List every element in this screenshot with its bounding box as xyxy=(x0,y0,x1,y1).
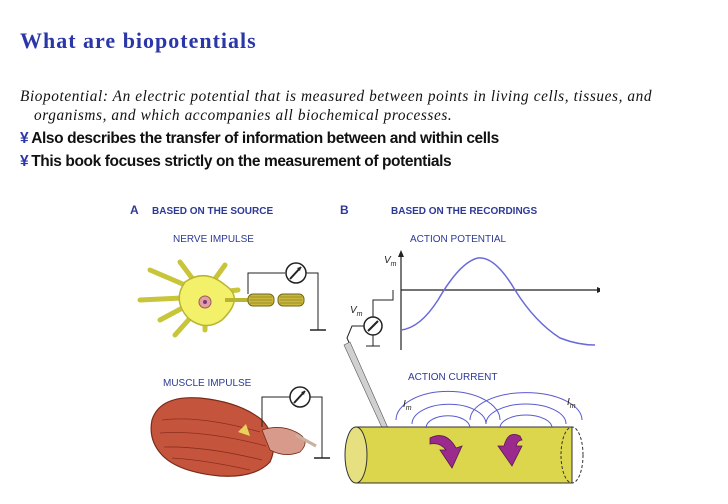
panel-b-heading: BASED ON THE RECORDINGS xyxy=(391,206,537,217)
biopotential-figure: A BASED ON THE SOURCE B BASED ON THE REC… xyxy=(130,203,600,484)
vm-meter: Vm xyxy=(343,290,394,431)
definition-line-1: Biopotential: An electric potential that… xyxy=(20,88,653,105)
im-label-left: Im xyxy=(403,399,412,412)
definition-text: Biopotential: An electric potential that… xyxy=(20,87,720,125)
panel-a-heading: BASED ON THE SOURCE xyxy=(152,206,273,217)
bullet-yen-icon: ¥ xyxy=(20,153,29,170)
action-current-label: ACTION CURRENT xyxy=(408,372,497,383)
muscle-drawing xyxy=(150,397,317,477)
neuron-drawing xyxy=(137,259,305,338)
bullet-text: Also describes the transfer of informati… xyxy=(31,130,499,147)
definition-line-2: organisms, and which accompanies all bio… xyxy=(34,107,453,124)
bullet-text: This book focuses strictly on the measur… xyxy=(31,153,452,170)
muscle-impulse-label: MUSCLE IMPULSE xyxy=(163,378,252,389)
panel-a-letter: A xyxy=(130,203,139,217)
nerve-meter xyxy=(247,262,326,331)
vm-axis-label: Vm xyxy=(384,255,397,268)
bullet-item: ¥This book focuses strictly on the measu… xyxy=(20,153,452,171)
slide-title: What are biopotentials xyxy=(20,28,257,53)
vm-meter-label: Vm xyxy=(350,305,363,318)
action-potential-plot: Vm xyxy=(384,250,600,350)
muscle-meter xyxy=(261,386,330,459)
panel-b-letter: B xyxy=(340,203,349,217)
bullet-yen-icon: ¥ xyxy=(20,130,29,147)
im-label-right: Im xyxy=(567,397,576,410)
axon-cylinder: Im Im xyxy=(344,390,584,484)
action-potential-label: ACTION POTENTIAL xyxy=(410,234,507,245)
bullet-item: ¥Also describes the transfer of informat… xyxy=(20,130,499,148)
nerve-impulse-label: NERVE IMPULSE xyxy=(173,234,254,245)
